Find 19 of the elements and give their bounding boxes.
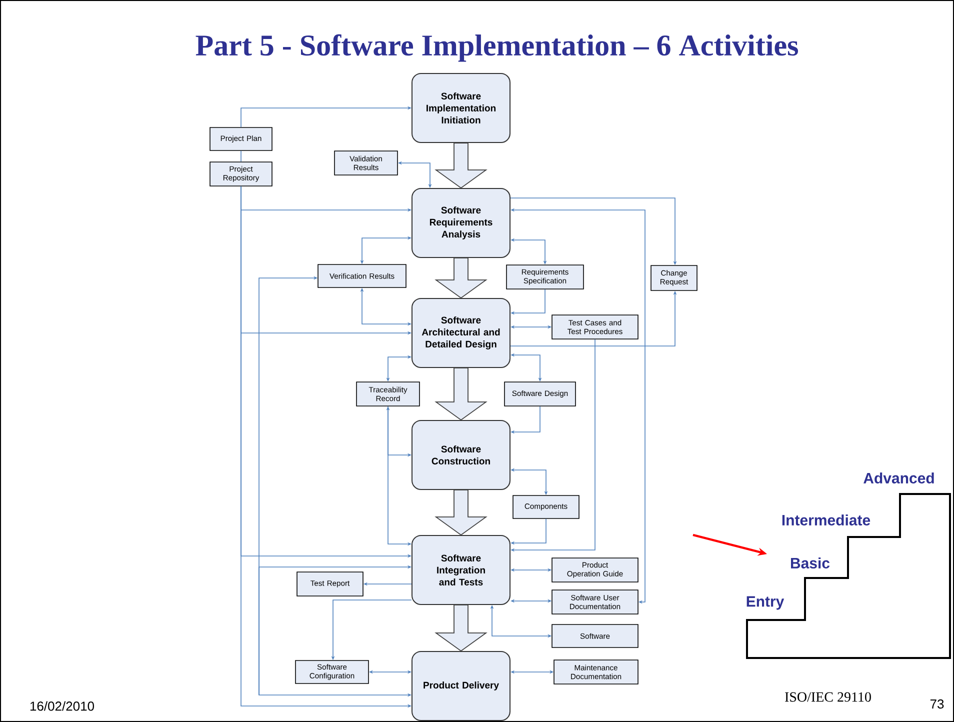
flow-arrow: [434, 368, 488, 421]
flow-arrow: [434, 604, 488, 652]
standard-label: ISO/IEC 29110: [785, 692, 871, 702]
level-label: Basic: [791, 557, 830, 568]
page-number: 73: [930, 699, 944, 709]
level-label: Advanced: [864, 472, 934, 484]
flow-arrow: [434, 142, 488, 189]
activity-box: Software Integration and Tests: [412, 534, 510, 605]
flow-arrow: [434, 258, 488, 299]
level-label: Intermediate: [782, 514, 870, 526]
activity-box: Software Requirements Analysis: [412, 188, 510, 258]
flow-arrow: [434, 490, 488, 536]
slide-title: Part 5 - Software Implementation – 6 Activities: [196, 34, 798, 62]
activity-box: Product Delivery: [412, 650, 510, 721]
activity-box: Software Construction: [412, 420, 510, 490]
level-label: Entry: [746, 596, 784, 610]
activity-box: Software Implementation Initiation: [412, 73, 510, 143]
date-label: 16/02/2010: [30, 701, 94, 711]
activity-box: Software Architectural and Detailed Design: [412, 298, 510, 368]
